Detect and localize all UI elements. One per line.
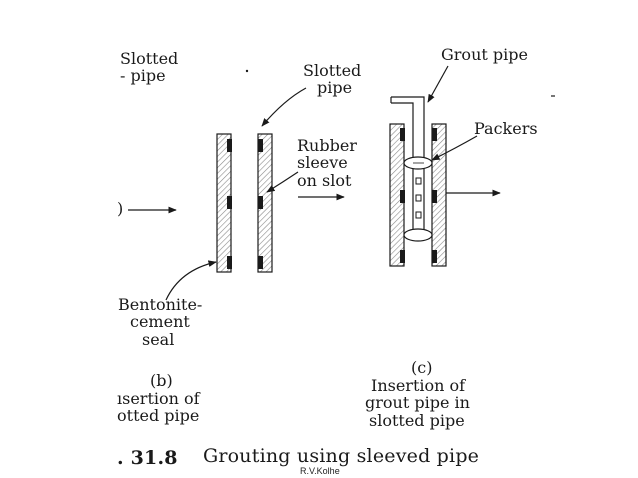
figure-number: . 31.8 [117,447,178,469]
label-line: - pipe [120,66,166,86]
grout-pipe [390,96,425,232]
label-line: sleeve [297,153,348,173]
caption-line: Insertion of [371,376,466,395]
label-line: Slotted [303,61,362,80]
rubber-sleeves-b [227,139,263,269]
grout-holes [415,177,422,219]
leader-bentonite-seal [165,260,217,301]
label-line: Slotted [120,49,179,68]
packer-bottom [403,228,433,242]
leader-slotted-pipe [261,87,307,127]
label-slotted-pipe-left: Slotted - pipe [120,50,178,85]
subfigure-c-letter: (c) [411,358,433,377]
credit-text: R.V.Kolhe [300,466,340,476]
label-rubber-sleeve: Rubber sleeve on slot [297,137,357,189]
subfigure-c-caption: Insertion of grout pipe in slotted pipe [365,377,470,429]
label-slotted-pipe-mid: Slotted pipe [303,62,361,97]
label-grout-pipe: Grout pipe [441,45,528,64]
label-line: seal [142,329,175,349]
label-bentonite-seal: Bentonite- cement seal [118,296,202,348]
slotted-pipe-b [216,133,273,273]
subfigure-b-caption: ısertion of otted pipe [117,390,200,425]
caption-line: grout pipe in [365,393,470,413]
label-left-arrow-mark: ) [117,199,124,218]
label-packers: Packers [474,119,538,138]
subfigure-b-letter: (b) [150,371,173,390]
slotted-pipe-c [389,96,447,267]
leader-grout-pipe [427,65,449,103]
label-line: pipe [317,78,353,98]
label-line: Rubber [297,136,357,155]
figure-caption: Grouting using sleeved pipe [203,445,480,467]
caption-line: ısertion of [117,389,200,408]
label-line: cement [130,312,190,332]
leaders [128,65,501,301]
caption-line: otted pipe [117,406,200,426]
caption-line: slotted pipe [369,410,465,430]
leader-packers [431,135,478,161]
label-line: on slot [297,170,352,190]
rubber-sleeves-c [400,128,437,263]
label-line: Bentonite- [118,295,203,314]
leader-rubber-sleeve [266,171,299,193]
